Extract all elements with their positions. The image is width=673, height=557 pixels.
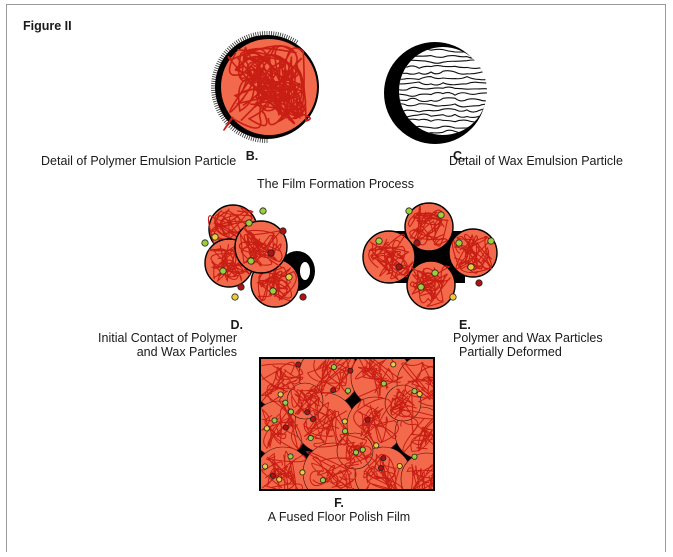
panel-f-caption: A Fused Floor Polish Film xyxy=(239,510,439,524)
fused-film-illustration xyxy=(259,357,435,491)
polymer-particle-illustration xyxy=(207,33,325,145)
initial-contact-illustration xyxy=(193,201,323,313)
panel-e-letter: E. xyxy=(459,318,471,332)
panel-e-caption-line2: Partially Deformed xyxy=(459,345,562,359)
panel-c-caption: Detail of Wax Emulsion Particle xyxy=(449,154,623,168)
panel-d-caption-line2: and Wax Particles xyxy=(67,345,237,359)
panel-f-letter: F. xyxy=(319,496,359,510)
panel-e-caption-line1: Polymer and Wax Particles xyxy=(453,331,603,345)
process-title: The Film Formation Process xyxy=(257,177,414,191)
wax-particle-illustration xyxy=(381,41,493,145)
figure-title: Figure II xyxy=(23,19,72,33)
panel-d-letter: D. xyxy=(207,318,243,332)
panel-d-caption-line1: Initial Contact of Polymer xyxy=(67,331,237,345)
figure-frame: Figure II B. Detail of Polymer Emulsion … xyxy=(6,4,666,552)
panel-b-caption: Detail of Polymer Emulsion Particle xyxy=(41,154,236,168)
partially-deformed-illustration xyxy=(359,201,499,309)
